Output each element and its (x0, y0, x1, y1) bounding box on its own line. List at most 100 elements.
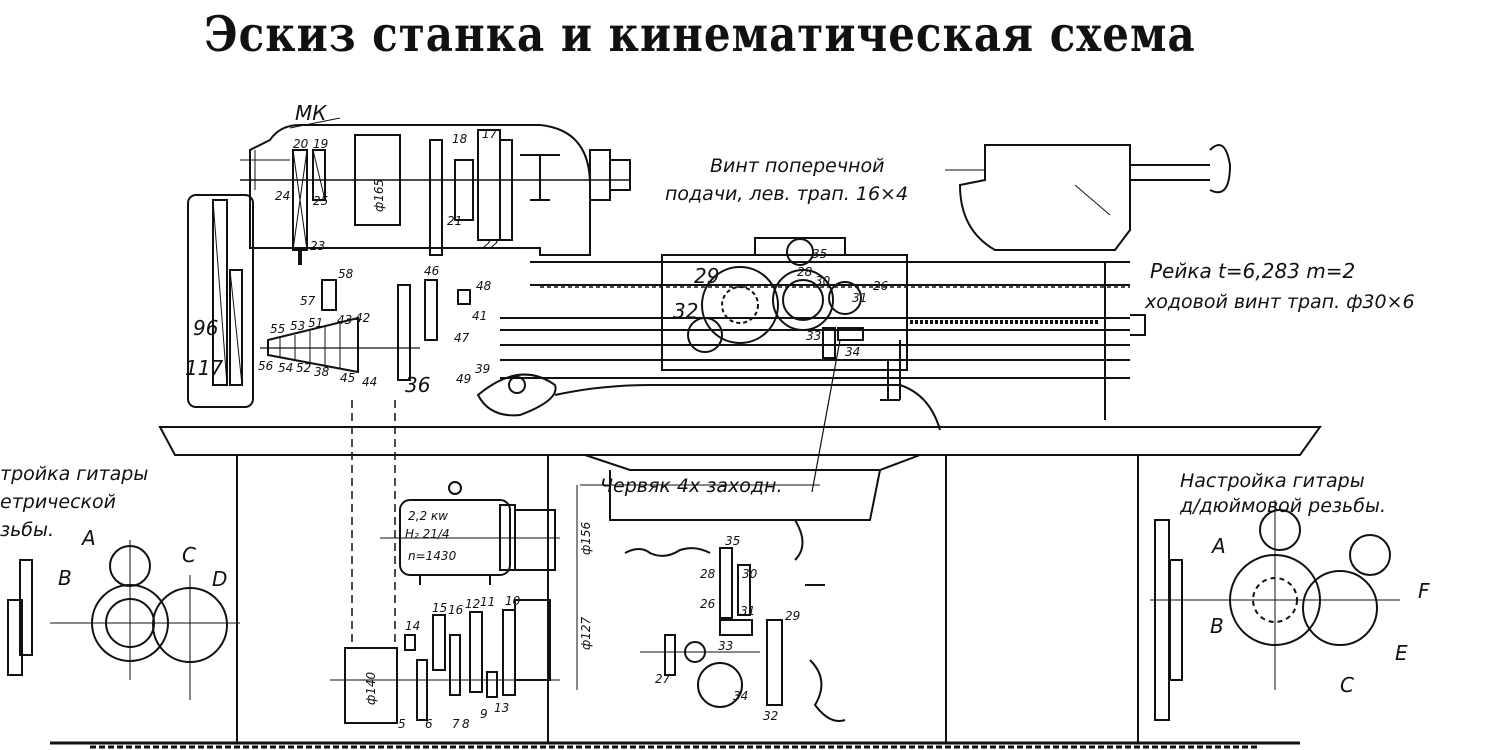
gear-number: 24 (275, 189, 290, 203)
gear-number: 11 (480, 595, 495, 609)
label-left-guitar-2: етрической (0, 491, 116, 513)
label-motor-1: 2,2 кw (408, 509, 448, 523)
gear-number: 53 (290, 319, 305, 333)
gear-number: 14 (405, 619, 420, 633)
gear-number: 49 (456, 372, 471, 386)
gear-number: 17 (482, 127, 498, 141)
electric-motor (380, 481, 578, 690)
label-dia-156: ф156 (579, 521, 593, 555)
guitar-letter: B (58, 566, 72, 590)
gear-number: 18 (452, 132, 468, 146)
label-mk: МК (295, 101, 327, 125)
gear-number: 48 (476, 279, 492, 293)
feed-box-cone (260, 279, 471, 381)
apron (661, 237, 908, 493)
lower-gear-train (330, 609, 560, 724)
gear-number: 55 (270, 322, 285, 336)
gear-number: 20 (293, 137, 309, 151)
gear-number: 31 (740, 604, 755, 618)
gear-number: 10 (505, 594, 521, 608)
label-cross-feed-screw-1: Винт поперечной (710, 155, 884, 177)
label-right-guitar-2: д/дюймовой резьбы. (1179, 495, 1386, 517)
gear-number: 30 (815, 274, 831, 288)
gear-number: 34 (845, 345, 860, 359)
gear-number: 56 (258, 359, 274, 373)
gear-number: 13 (494, 701, 509, 715)
guitar-letter: D (212, 567, 227, 591)
label-right-guitar-1: Настройка гитары (1180, 470, 1365, 492)
gear-number: 51 (308, 316, 323, 330)
guitar-letter: C (182, 543, 196, 567)
guitar-letter: F (1418, 579, 1430, 603)
guitar-letter: A (1210, 534, 1226, 558)
gear-number: 22 (483, 237, 498, 251)
headstock (240, 124, 631, 265)
tailstock (945, 144, 1232, 251)
gear-number: 46 (424, 264, 440, 278)
label-dia-140: ф140 (364, 671, 378, 705)
label-rack-2: ходовой винт трап. ф30×6 (1144, 291, 1415, 313)
gear-number: 28 (700, 567, 716, 581)
left-guitar-diagram (7, 540, 240, 700)
gear-number: 43 (337, 313, 352, 327)
gear-number: 33 (718, 639, 733, 653)
gear-number: 47 (454, 331, 470, 345)
gear-number: 58 (338, 267, 354, 281)
label-motor-2: Н₂ 21/4 (405, 527, 450, 541)
gear-number: 26 (700, 597, 716, 611)
gear-number: 29 (785, 609, 800, 623)
label-cross-feed-screw-2: подачи, лев. трап. 16×4 (665, 183, 908, 205)
gear-number: 39 (475, 362, 490, 376)
apron-gear-detail (624, 519, 846, 722)
gear-number: 19 (313, 137, 328, 151)
gear-number: 52 (296, 361, 311, 375)
label-rack-1: Рейка t=6,283 m=2 (1150, 259, 1355, 283)
gear-number: 27 (655, 672, 671, 686)
gear-number: 21 (447, 214, 462, 228)
guitar-letter: E (1395, 641, 1408, 665)
gear-number: 35 (812, 247, 827, 261)
gear-number: 23 (310, 239, 325, 253)
label-worm: Червяк 4х заходн. (600, 475, 783, 497)
gear-number: 32 (673, 299, 698, 323)
gear-number: 34 (733, 689, 748, 703)
gear-number: 30 (742, 567, 758, 581)
gear-number: 42 (355, 311, 370, 325)
gear-number: 41 (472, 309, 487, 323)
gear-number: 57 (300, 294, 316, 308)
gear-number: 7 (452, 717, 460, 731)
guitar-letter: A (80, 526, 96, 550)
gear-number: 12 (465, 597, 480, 611)
gear-number: 26 (873, 279, 889, 293)
label-dia-127: ф127 (579, 616, 593, 650)
gear-number: 25 (313, 194, 328, 208)
guitar-letter: B (1210, 614, 1224, 638)
gear-number: 96 (193, 316, 218, 340)
gear-number: 36 (405, 373, 430, 397)
gear-number: 15 (432, 601, 447, 615)
label-left-guitar-1: тройка гитары (0, 463, 148, 485)
gear-number: 117 (185, 356, 223, 380)
gear-number: 8 (462, 717, 470, 731)
gear-number: 32 (763, 709, 778, 723)
gear-number: 6 (425, 717, 433, 731)
gear-number: 38 (314, 365, 330, 379)
lathe-stand (50, 454, 1300, 749)
label-dia-165: ф165 (372, 179, 386, 212)
gear-number: 35 (725, 534, 740, 548)
page-title: Эскиз станка и кинематическая схема (204, 6, 1196, 63)
gear-number: 33 (806, 329, 821, 343)
gear-number: 9 (480, 707, 488, 721)
gear-number: 5 (398, 717, 406, 731)
gear-number: 44 (362, 375, 377, 389)
label-motor-3: n=1430 (408, 549, 457, 563)
label-left-guitar-3: зьбы. (0, 519, 54, 541)
gear-number: 31 (852, 291, 867, 305)
gear-number: 45 (340, 371, 355, 385)
right-guitar-diagram (1150, 500, 1400, 721)
gear-number: 54 (278, 361, 293, 375)
gear-number: 28 (797, 265, 813, 279)
gear-cover (187, 194, 254, 408)
gear-number: 16 (448, 603, 464, 617)
